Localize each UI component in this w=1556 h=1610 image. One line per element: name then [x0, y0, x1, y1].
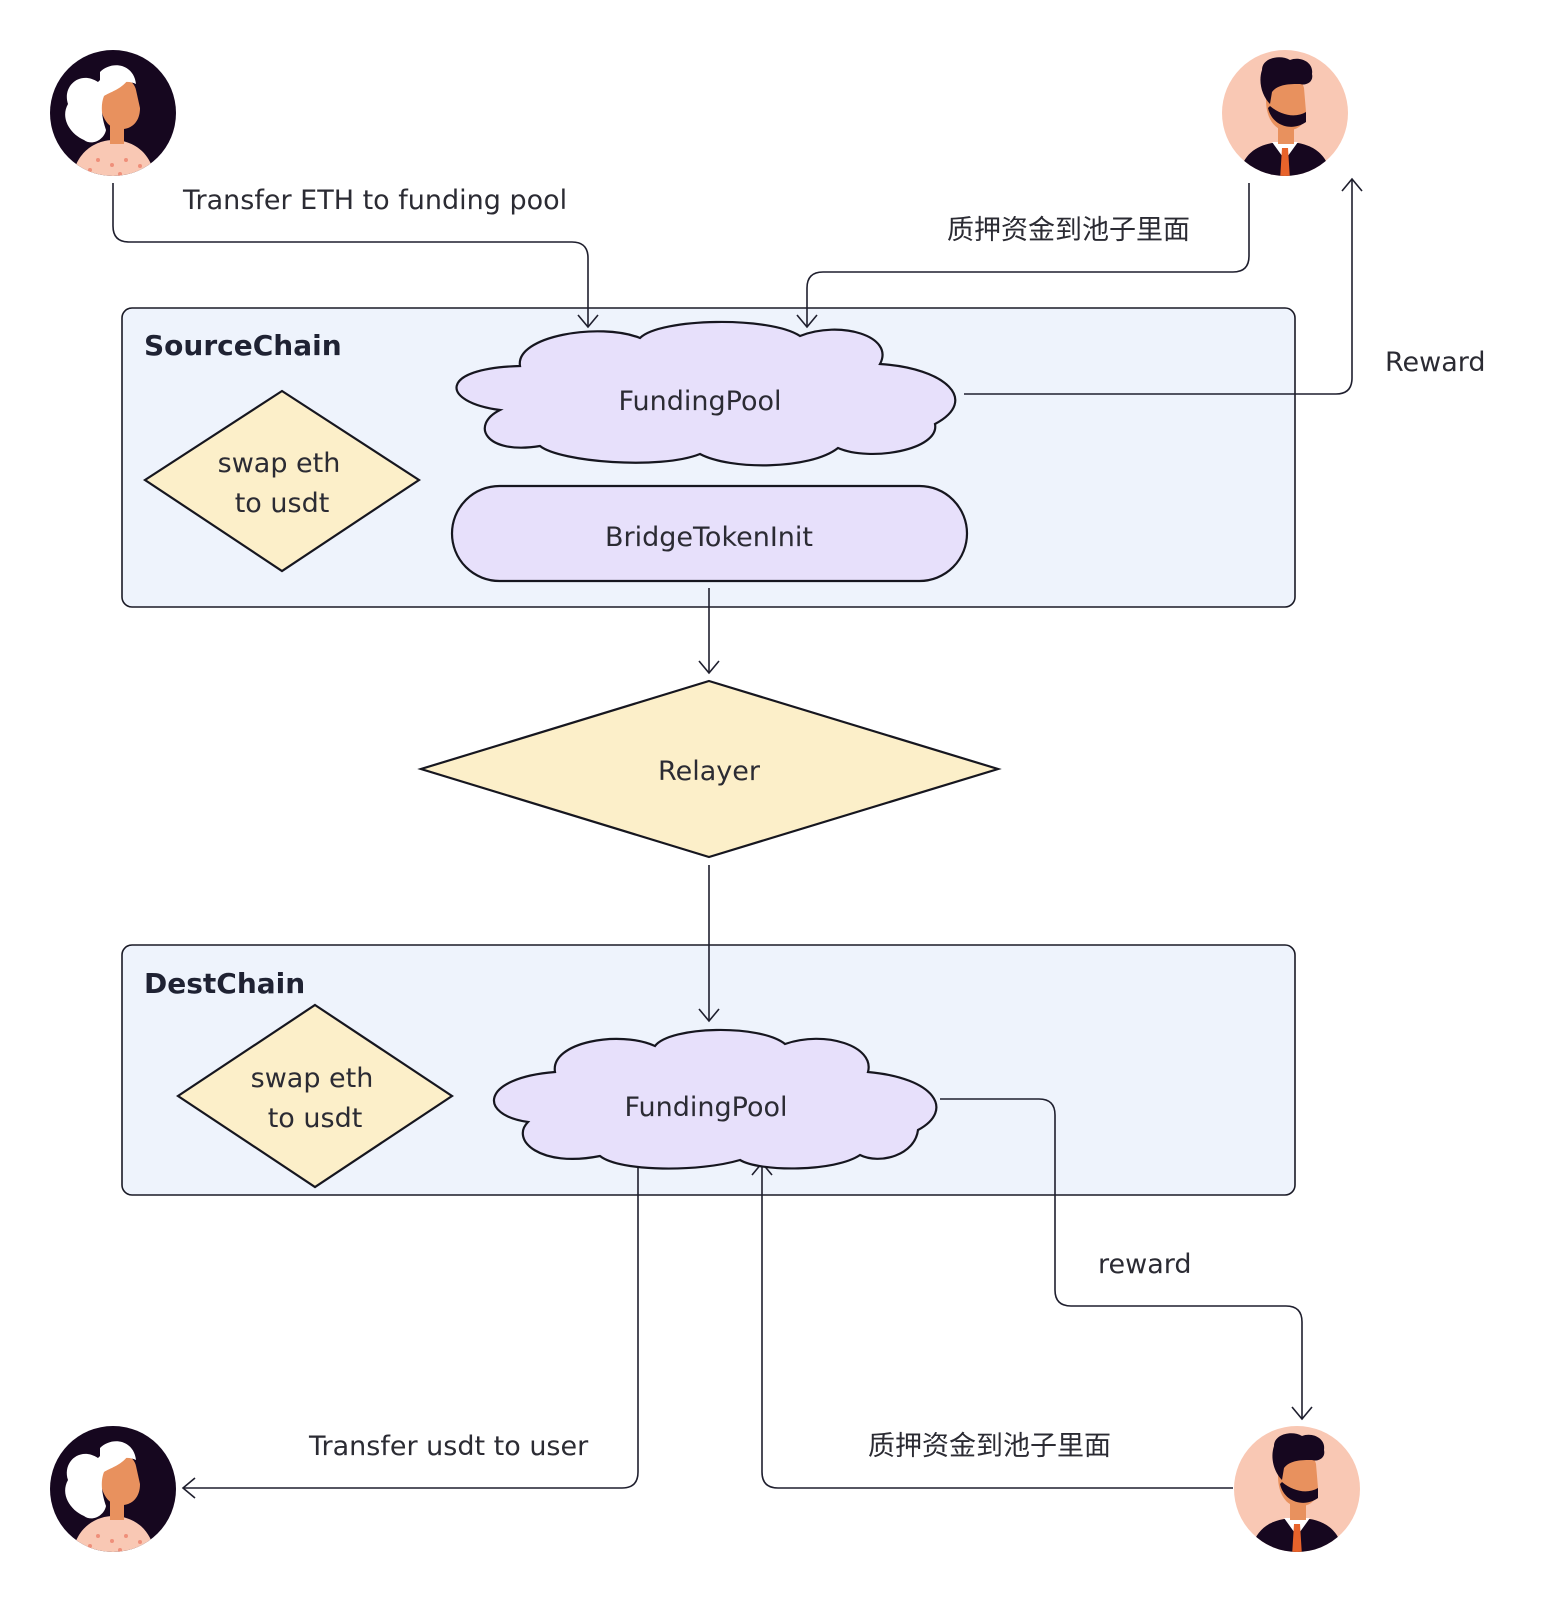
- edge-reward-dest: reward: [940, 1098, 1313, 1421]
- edge-reward-source: Reward: [964, 177, 1486, 395]
- man-staker-avatar-top: [1222, 50, 1348, 176]
- dest-funding-pool-cloud: FundingPool: [492, 1028, 938, 1170]
- dest-swap-diamond: swap eth to usdt: [176, 1003, 454, 1189]
- edge-stake-dest: 质押资金到池子里面: [751, 1161, 1233, 1489]
- source-swap-diamond: swap eth to usdt: [142, 389, 422, 573]
- source-swap-line-2: to usdt: [235, 488, 330, 519]
- relayer-label: Relayer: [658, 756, 761, 787]
- edge-label-transfer-usdt: Transfer usdt to user: [308, 1431, 589, 1462]
- edge-label-stake-dest: 质押资金到池子里面: [868, 1431, 1111, 1462]
- edge-transfer-eth: Transfer ETH to funding pool: [112, 183, 599, 329]
- dest-chain-title: DestChain: [144, 967, 305, 1000]
- bridge-token-init-node: BridgeTokenInit: [450, 484, 969, 583]
- edge-bridge-to-relayer: [698, 588, 720, 675]
- edge-relayer-to-dest-pool: [698, 865, 720, 1023]
- source-chain-title: SourceChain: [144, 329, 342, 362]
- source-funding-pool-label: FundingPool: [618, 386, 781, 417]
- man-staker-avatar-bottom: [1234, 1426, 1360, 1552]
- woman-user-avatar-bottom: [50, 1426, 176, 1552]
- edge-label-stake-source: 质押资金到池子里面: [947, 215, 1190, 246]
- edge-stake-source: 质押资金到池子里面: [796, 183, 1250, 329]
- dest-swap-line-1: swap eth: [251, 1063, 374, 1094]
- edge-transfer-usdt: Transfer usdt to user: [181, 1162, 639, 1499]
- dest-swap-line-2: to usdt: [268, 1103, 363, 1134]
- edge-label-transfer-eth: Transfer ETH to funding pool: [182, 185, 567, 216]
- source-funding-pool-cloud: FundingPool: [455, 320, 957, 467]
- relayer-diamond: Relayer: [417, 679, 1002, 859]
- edge-label-reward-source: Reward: [1385, 347, 1486, 378]
- dest-funding-pool-label: FundingPool: [624, 1092, 787, 1123]
- woman-user-avatar-top: [50, 50, 176, 176]
- bridge-token-init-label: BridgeTokenInit: [605, 522, 813, 553]
- edge-label-reward-dest: reward: [1098, 1249, 1192, 1280]
- source-swap-line-1: swap eth: [218, 448, 341, 479]
